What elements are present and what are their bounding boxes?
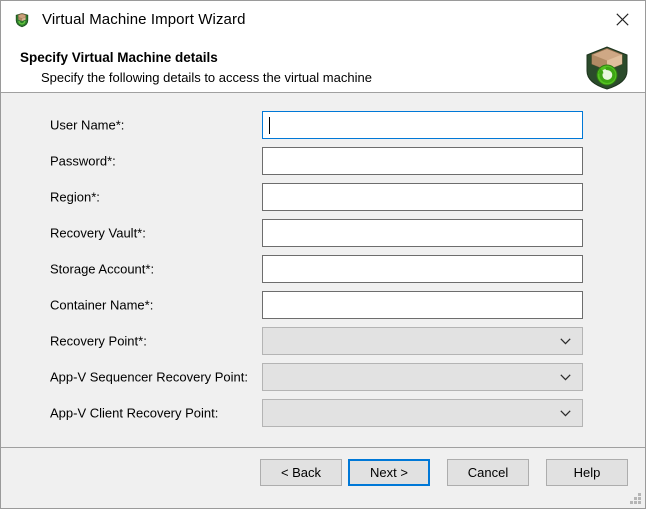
close-icon[interactable] — [599, 1, 645, 38]
input-password[interactable] — [262, 147, 583, 175]
footer-bar: < Back Next > Cancel Help — [1, 449, 645, 508]
form-row: Recovery Point*: — [1, 327, 645, 355]
form-row: App-V Client Recovery Point: — [1, 399, 645, 427]
form-row: User Name*: — [1, 111, 645, 139]
wizard-header: Specify Virtual Machine details Specify … — [1, 38, 645, 93]
chevron-down-icon — [560, 409, 571, 416]
page-title: Specify Virtual Machine details — [20, 50, 218, 65]
label-appv-client-recovery-point: App-V Client Recovery Point: — [50, 405, 219, 421]
input-user-name[interactable] — [262, 111, 583, 139]
label-region: Region*: — [50, 189, 100, 205]
text-caret — [269, 117, 270, 134]
shield-box-icon — [14, 12, 30, 28]
input-recovery-vault[interactable] — [262, 219, 583, 247]
window-title: Virtual Machine Import Wizard — [42, 11, 246, 28]
select-appv-client-recovery-point[interactable] — [262, 399, 583, 427]
resize-grip-icon[interactable] — [629, 492, 642, 505]
input-region[interactable] — [262, 183, 583, 211]
back-button[interactable]: < Back — [260, 459, 342, 486]
title-bar: Virtual Machine Import Wizard — [1, 1, 645, 38]
label-appv-sequencer-recovery-point: App-V Sequencer Recovery Point: — [50, 369, 248, 385]
label-storage-account: Storage Account*: — [50, 261, 155, 277]
page-subtitle: Specify the following details to access … — [41, 70, 372, 85]
form-row: Storage Account*: — [1, 255, 645, 283]
help-button[interactable]: Help — [546, 459, 628, 486]
form-row: Region*: — [1, 183, 645, 211]
label-recovery-point: Recovery Point*: — [50, 333, 147, 349]
form-area: User Name*: Password*: Region*: Recovery… — [1, 94, 645, 448]
input-container-name[interactable] — [262, 291, 583, 319]
form-row: Recovery Vault*: — [1, 219, 645, 247]
label-container-name: Container Name*: — [50, 297, 154, 313]
form-row: App-V Sequencer Recovery Point: — [1, 363, 645, 391]
next-button[interactable]: Next > — [348, 459, 430, 486]
shield-box-refresh-icon — [581, 43, 633, 91]
input-storage-account[interactable] — [262, 255, 583, 283]
label-password: Password*: — [50, 153, 116, 169]
label-recovery-vault: Recovery Vault*: — [50, 225, 146, 241]
cancel-button[interactable]: Cancel — [447, 459, 529, 486]
select-recovery-point[interactable] — [262, 327, 583, 355]
chevron-down-icon — [560, 337, 571, 344]
select-appv-sequencer-recovery-point[interactable] — [262, 363, 583, 391]
form-row: Container Name*: — [1, 291, 645, 319]
form-row: Password*: — [1, 147, 645, 175]
chevron-down-icon — [560, 373, 571, 380]
label-user-name: User Name*: — [50, 117, 125, 133]
